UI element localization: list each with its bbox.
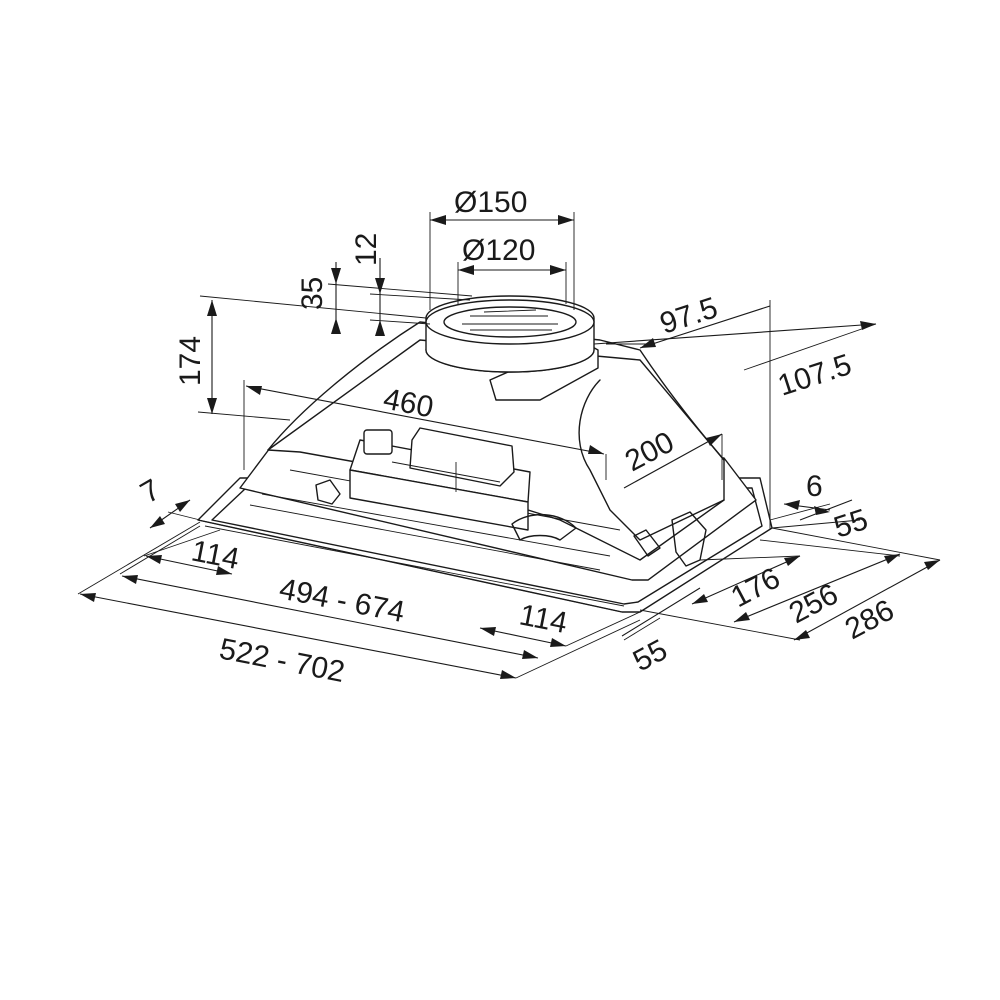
label-d107-5: 107.5 bbox=[774, 348, 856, 403]
dimension-lines bbox=[77, 212, 941, 679]
hood-stripe-3 bbox=[249, 504, 601, 571]
hood-side-face bbox=[578, 379, 725, 541]
label-d55-bottom: 55 bbox=[628, 633, 673, 678]
duct-vanes bbox=[462, 309, 558, 331]
label-d256: 256 bbox=[784, 578, 844, 631]
label-d286: 286 bbox=[840, 594, 900, 647]
label-d55-right: 55 bbox=[830, 503, 872, 545]
hood-stripe-2 bbox=[261, 493, 611, 557]
front-ring-detail bbox=[511, 513, 577, 541]
base-frame-front-edge bbox=[197, 519, 623, 613]
label-d114-left: 114 bbox=[189, 534, 242, 576]
label-h12: 12 bbox=[350, 233, 383, 266]
label-d120: Ø120 bbox=[462, 234, 535, 267]
duct-inner-ring bbox=[443, 306, 577, 338]
motor-connector bbox=[363, 429, 393, 455]
label-d494-674: 494 - 674 bbox=[277, 572, 408, 629]
label-d522-702: 522 - 702 bbox=[217, 632, 348, 689]
left-clip bbox=[315, 479, 341, 505]
label-h174: 174 bbox=[174, 336, 207, 386]
duct-collar bbox=[425, 295, 599, 401]
label-d114-right: 114 bbox=[517, 598, 570, 640]
label-d6: 6 bbox=[806, 470, 823, 503]
label-d97-5: 97.5 bbox=[656, 291, 722, 340]
motor-block bbox=[349, 427, 531, 531]
right-bracket bbox=[633, 529, 661, 557]
label-d176: 176 bbox=[726, 562, 786, 615]
hood-body bbox=[197, 295, 773, 613]
motor-cylinder bbox=[409, 427, 515, 487]
label-d7: 7 bbox=[135, 473, 166, 510]
label-h35: 35 bbox=[296, 277, 329, 310]
base-frame-front-edge-2 bbox=[204, 525, 625, 607]
label-d150: Ø150 bbox=[454, 186, 527, 219]
